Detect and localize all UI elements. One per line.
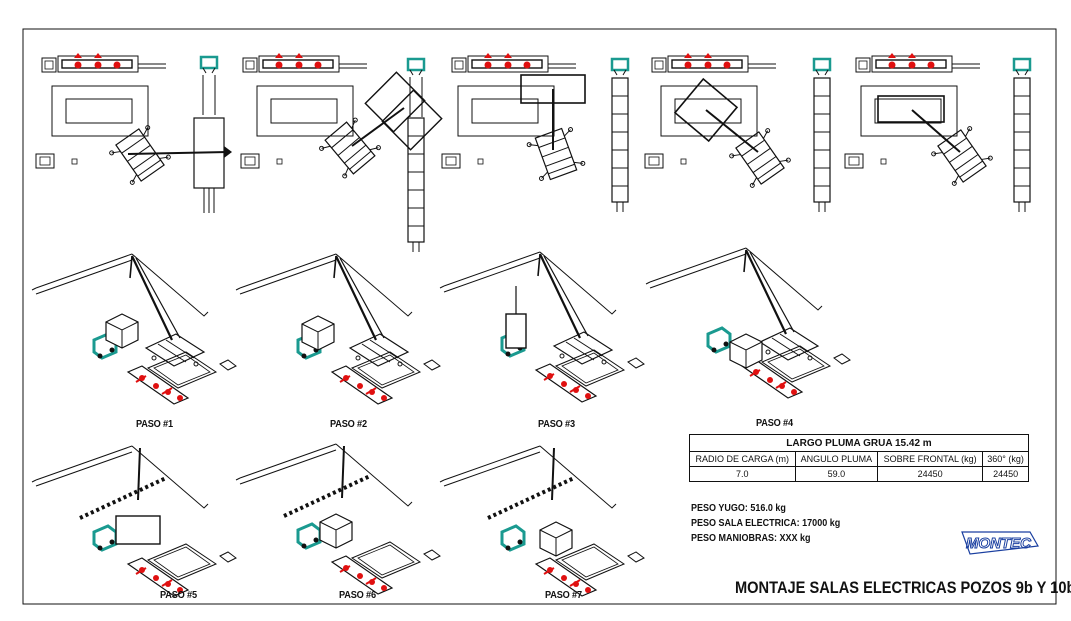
cell-angulo: 59.0 <box>794 466 879 482</box>
cell-radio: 7.0 <box>689 466 796 482</box>
step-label-3: PASO #3 <box>538 419 575 430</box>
montec-logo: MONTEC <box>961 531 1039 555</box>
iso-step-7 <box>438 444 646 598</box>
iso-step-6 <box>234 442 442 596</box>
iso-step-5 <box>30 444 238 598</box>
plan-view-3 <box>441 52 630 213</box>
header-360: 360° (kg) <box>982 451 1029 467</box>
plan-view-5 <box>844 52 1032 213</box>
step-label-2: PASO #2 <box>330 419 367 430</box>
weight-sala: PESO SALA ELECTRICA: 17000 kg <box>691 518 841 529</box>
iso-step-4 <box>644 246 852 400</box>
weight-yugo: PESO YUGO: 516.0 kg <box>691 503 786 514</box>
table-row: 7.0 59.0 24450 24450 <box>689 466 1029 482</box>
header-frontal: SOBRE FRONTAL (kg) <box>877 451 984 467</box>
cell-frontal: 24450 <box>877 466 984 482</box>
svg-text:MONTEC: MONTEC <box>966 535 1032 552</box>
step-label-7: PASO #7 <box>545 590 582 601</box>
plan-view-2 <box>240 52 443 253</box>
weights-block: PESO YUGO: 516.0 kg PESO SALA ELECTRICA:… <box>691 501 840 546</box>
drawing-title: MONTAJE SALAS ELECTRICAS POZOS 9b Y 10b <box>735 578 1071 597</box>
iso-step-1 <box>30 252 238 406</box>
table-header-row: RADIO DE CARGA (m) ANGULO PLUMA SOBRE FR… <box>689 451 1029 467</box>
header-angulo: ANGULO PLUMA <box>794 451 879 467</box>
step-label-5: PASO #5 <box>160 590 197 601</box>
header-radio: RADIO DE CARGA (m) <box>689 451 796 467</box>
cell-360: 24450 <box>982 466 1029 482</box>
table-title: LARGO PLUMA GRUA 15.42 m <box>689 434 1029 452</box>
plan-view-4 <box>644 52 832 213</box>
crane-capacity-table: LARGO PLUMA GRUA 15.42 m RADIO DE CARGA … <box>689 434 1029 482</box>
step-label-6: PASO #6 <box>339 590 376 601</box>
sheet-border <box>22 28 1057 605</box>
weight-maniobras: PESO MANIOBRAS: XXX kg <box>691 533 811 544</box>
iso-step-2 <box>234 252 442 406</box>
plan-view-1 <box>35 52 232 213</box>
step-label-4: PASO #4 <box>756 418 793 429</box>
iso-step-3 <box>438 250 646 404</box>
step-label-1: PASO #1 <box>136 419 173 430</box>
